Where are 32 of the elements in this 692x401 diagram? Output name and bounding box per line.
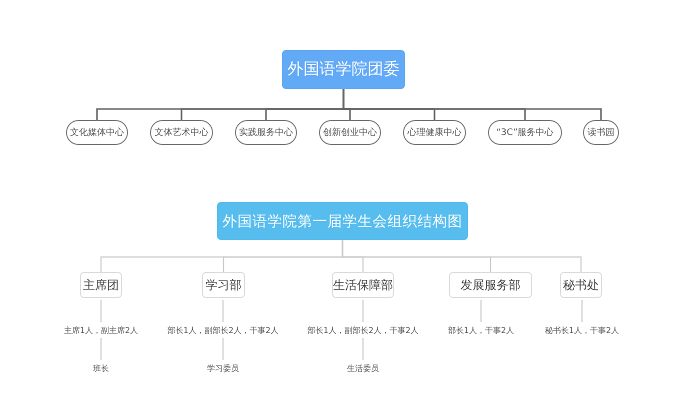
connector-line bbox=[100, 300, 102, 322]
connector-line bbox=[362, 300, 364, 322]
department-box: 秘书处 bbox=[560, 272, 602, 298]
connector-line bbox=[581, 300, 583, 322]
connector-line bbox=[342, 89, 602, 120]
center-pill: 实践服务中心 bbox=[235, 120, 297, 145]
staff-text: 学习委员 bbox=[207, 362, 239, 374]
connector-line bbox=[100, 338, 102, 360]
center-pill: 心理健康中心 bbox=[403, 120, 466, 145]
staff-text: 主席1人，副主席2人 bbox=[62, 324, 140, 336]
connector-line bbox=[480, 300, 482, 322]
staff-text: 部长1人，干事2人 bbox=[448, 324, 514, 336]
title-box: 外国语学院团委 bbox=[282, 50, 405, 89]
department-box: 学习部 bbox=[202, 272, 245, 298]
staff-text: 班长 bbox=[91, 362, 111, 374]
center-pill: 创新创业中心 bbox=[319, 120, 381, 145]
connector-line bbox=[222, 300, 224, 322]
center-pill: 文化媒体中心 bbox=[66, 120, 128, 145]
department-box: 生活保障部 bbox=[332, 272, 394, 298]
staff-text: 部长1人，副部长2人，干事2人 bbox=[308, 324, 418, 336]
connector-line bbox=[362, 338, 364, 360]
staff-text: 生活委员 bbox=[347, 362, 379, 374]
staff-text: 秘书长1人，干事2人 bbox=[545, 324, 619, 336]
center-pill: “3C”服务中心 bbox=[488, 120, 562, 145]
connector-line bbox=[342, 240, 582, 272]
department-box: 主席团 bbox=[80, 272, 122, 298]
title-box: 外国语学院第一届学生会组织结构图 bbox=[217, 202, 468, 240]
staff-text: 部长1人，副部长2人，干事2人 bbox=[168, 324, 278, 336]
department-box: 发展服务部 bbox=[449, 272, 532, 298]
connector-line bbox=[222, 338, 224, 360]
center-pill: 文体艺术中心 bbox=[150, 120, 213, 145]
center-pill: 读书园 bbox=[583, 120, 619, 145]
